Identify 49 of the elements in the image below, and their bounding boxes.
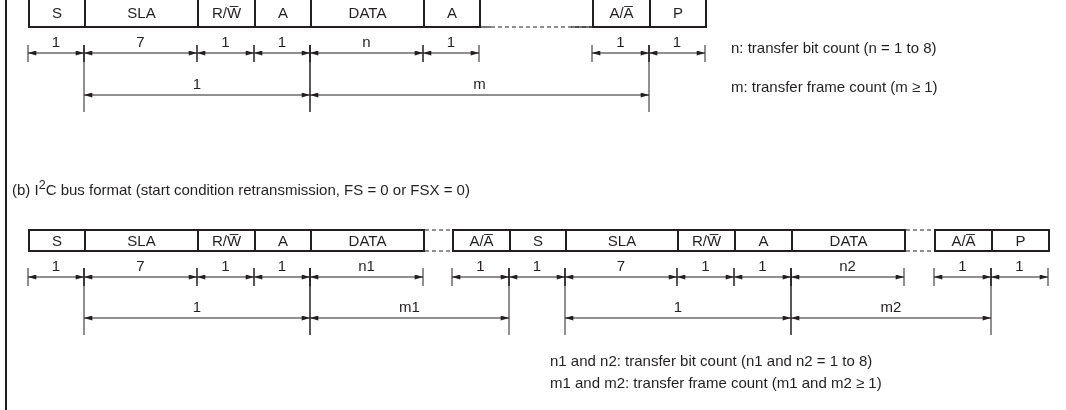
frame-field: R/W̅	[197, 229, 256, 252]
section-heading: (b) I$^{2}$C bus format (start condition retransmission, FS = 0 or FSX = 0)	[12, 177, 470, 198]
dimension-value: n1	[358, 257, 375, 274]
frame-field: SLA	[84, 0, 199, 28]
dimension-value: 7	[136, 33, 145, 50]
dimension-value: 7	[136, 257, 145, 274]
frame-field: A	[254, 229, 312, 252]
frame-field: P	[649, 0, 707, 28]
note-text: m: transfer frame count (m ≥ 1)	[731, 78, 939, 95]
frame-field: R/W̅	[677, 229, 736, 252]
dimension-value: 1	[532, 257, 542, 274]
dimension-value: 1	[476, 257, 485, 274]
dimension-value: 1	[446, 33, 456, 50]
frame-field: DATA	[791, 229, 906, 252]
note-text: n1 and n2: transfer bit count (n1 and n2 = 1 to 8)	[550, 352, 873, 369]
frame-field: S	[28, 229, 86, 252]
dimension-value: 1	[277, 33, 287, 50]
frame-field: A/A̅	[592, 0, 651, 28]
dimension-value: m	[473, 75, 486, 92]
dimension-value: n	[362, 33, 371, 50]
frame-field: SLA	[84, 229, 199, 252]
dimension-value: 1	[701, 257, 710, 274]
dimension-value: 1	[672, 33, 682, 50]
dimension-value: 1	[221, 33, 230, 50]
frame-field: A/A̅	[934, 229, 993, 252]
dimension-value: m1	[399, 298, 420, 315]
dimension-value: m2	[880, 298, 902, 315]
dimension-value: 1	[758, 257, 767, 274]
dimension-value: 1	[192, 75, 202, 92]
note-text: n: transfer bit count (n = 1 to 8)	[731, 39, 938, 56]
dimension-value: 1	[192, 298, 202, 315]
frame-field: SLA	[565, 229, 679, 252]
note-text: m1 and m2: transfer frame count (m1 and m2 ≥ 1)	[550, 374, 882, 391]
frame-field: A	[734, 229, 793, 252]
frame-field: A/A̅	[452, 229, 511, 252]
dimension-value: 7	[616, 257, 626, 274]
dimension-value: 1	[221, 257, 230, 274]
frame-field: A	[423, 0, 481, 28]
dimension-value: 1	[673, 298, 683, 315]
frame-field: DATA	[310, 229, 425, 252]
dimension-value: 1	[51, 257, 61, 274]
dimension-value: 1	[1015, 257, 1024, 274]
dimension-value: 1	[51, 33, 61, 50]
frame-field: S	[509, 229, 567, 252]
frame-field: P	[991, 229, 1050, 252]
dimension-value: 1	[616, 33, 625, 50]
dimension-value: 1	[958, 257, 967, 274]
dimension-value: 1	[277, 257, 287, 274]
dimension-value: n2	[839, 257, 856, 274]
